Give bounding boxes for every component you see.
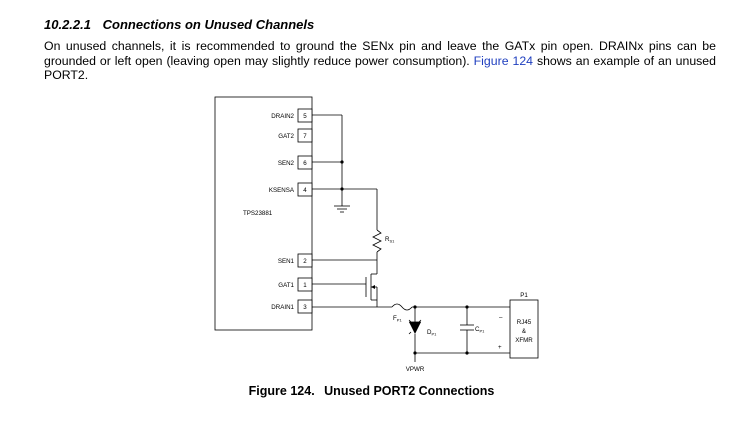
chip-body xyxy=(214,96,313,331)
drain1-wire xyxy=(312,303,510,311)
pin-label-sen2: SEN2 xyxy=(278,160,295,167)
pin-label-drain1: DRAIN1 xyxy=(271,304,294,311)
pin-box-drain2 xyxy=(297,108,313,123)
chip-name: TPS23881 xyxy=(243,210,273,217)
pin-number-5: 5 xyxy=(303,113,307,120)
plus-sign: + xyxy=(498,344,502,351)
port2-wires xyxy=(312,114,377,213)
caption-label: Figure 124. xyxy=(248,384,315,398)
connector-line-1: RJ45 xyxy=(517,319,532,326)
fuse-label: FP1 xyxy=(393,315,402,323)
pin-box-sen2 xyxy=(297,155,313,170)
junction-dots xyxy=(340,160,469,355)
mosfet xyxy=(312,260,378,307)
pin-label-gat1: GAT1 xyxy=(278,282,294,289)
connector-box xyxy=(509,299,539,359)
mosfet-arrow xyxy=(371,285,375,289)
pin-number-2: 2 xyxy=(303,258,307,265)
paragraph-text-1: On unused channels, it is recommended to… xyxy=(44,39,716,68)
resistor-label: RS1 xyxy=(385,236,395,244)
pin-box-sen1 xyxy=(297,253,313,268)
connector-title: P1 xyxy=(520,292,528,299)
figure-link[interactable]: Figure 124 xyxy=(473,53,533,68)
sense-resistor xyxy=(312,189,382,261)
pin-label-gat2: GAT2 xyxy=(278,133,294,140)
connector-line-3: XFMR xyxy=(515,337,533,344)
section-title: Connections on Unused Channels xyxy=(102,17,315,32)
pin-number-1: 1 xyxy=(303,282,307,289)
capacitor-label: CP1 xyxy=(475,326,485,334)
figure-caption: Figure 124. Unused PORT2 Connections xyxy=(0,384,743,398)
caption-text: Unused PORT2 Connections xyxy=(324,384,495,398)
pin-box-drain1 xyxy=(297,299,313,314)
capacitor xyxy=(460,307,474,353)
connector-line-2: & xyxy=(522,328,527,335)
diode-triangle xyxy=(409,322,421,334)
pin-number-3: 3 xyxy=(303,304,307,311)
pin-label-sen1: SEN1 xyxy=(278,258,295,265)
diode-label: DP1 xyxy=(427,329,437,337)
paragraph-text-2: shows an example of an unused PORT2. xyxy=(44,53,716,83)
body-paragraph: On unused channels, it is recommended to… xyxy=(44,39,716,83)
pin-number-4: 4 xyxy=(303,187,307,194)
pin-box-gat1 xyxy=(297,277,313,292)
section-heading: 10.2.2.1 Connections on Unused Channels xyxy=(44,17,314,32)
vpwr-label: VPWR xyxy=(406,366,425,373)
pin-number-7: 7 xyxy=(303,133,307,140)
pin-number-6: 6 xyxy=(303,160,307,167)
section-number: 10.2.2.1 xyxy=(44,17,91,32)
pin-box-ksensa xyxy=(297,182,313,197)
pin-label-ksensa: KSENSA xyxy=(269,187,295,194)
minus-sign: – xyxy=(499,314,503,321)
pin-label-drain2: DRAIN2 xyxy=(271,113,294,120)
pin-box-gat2 xyxy=(297,128,313,143)
